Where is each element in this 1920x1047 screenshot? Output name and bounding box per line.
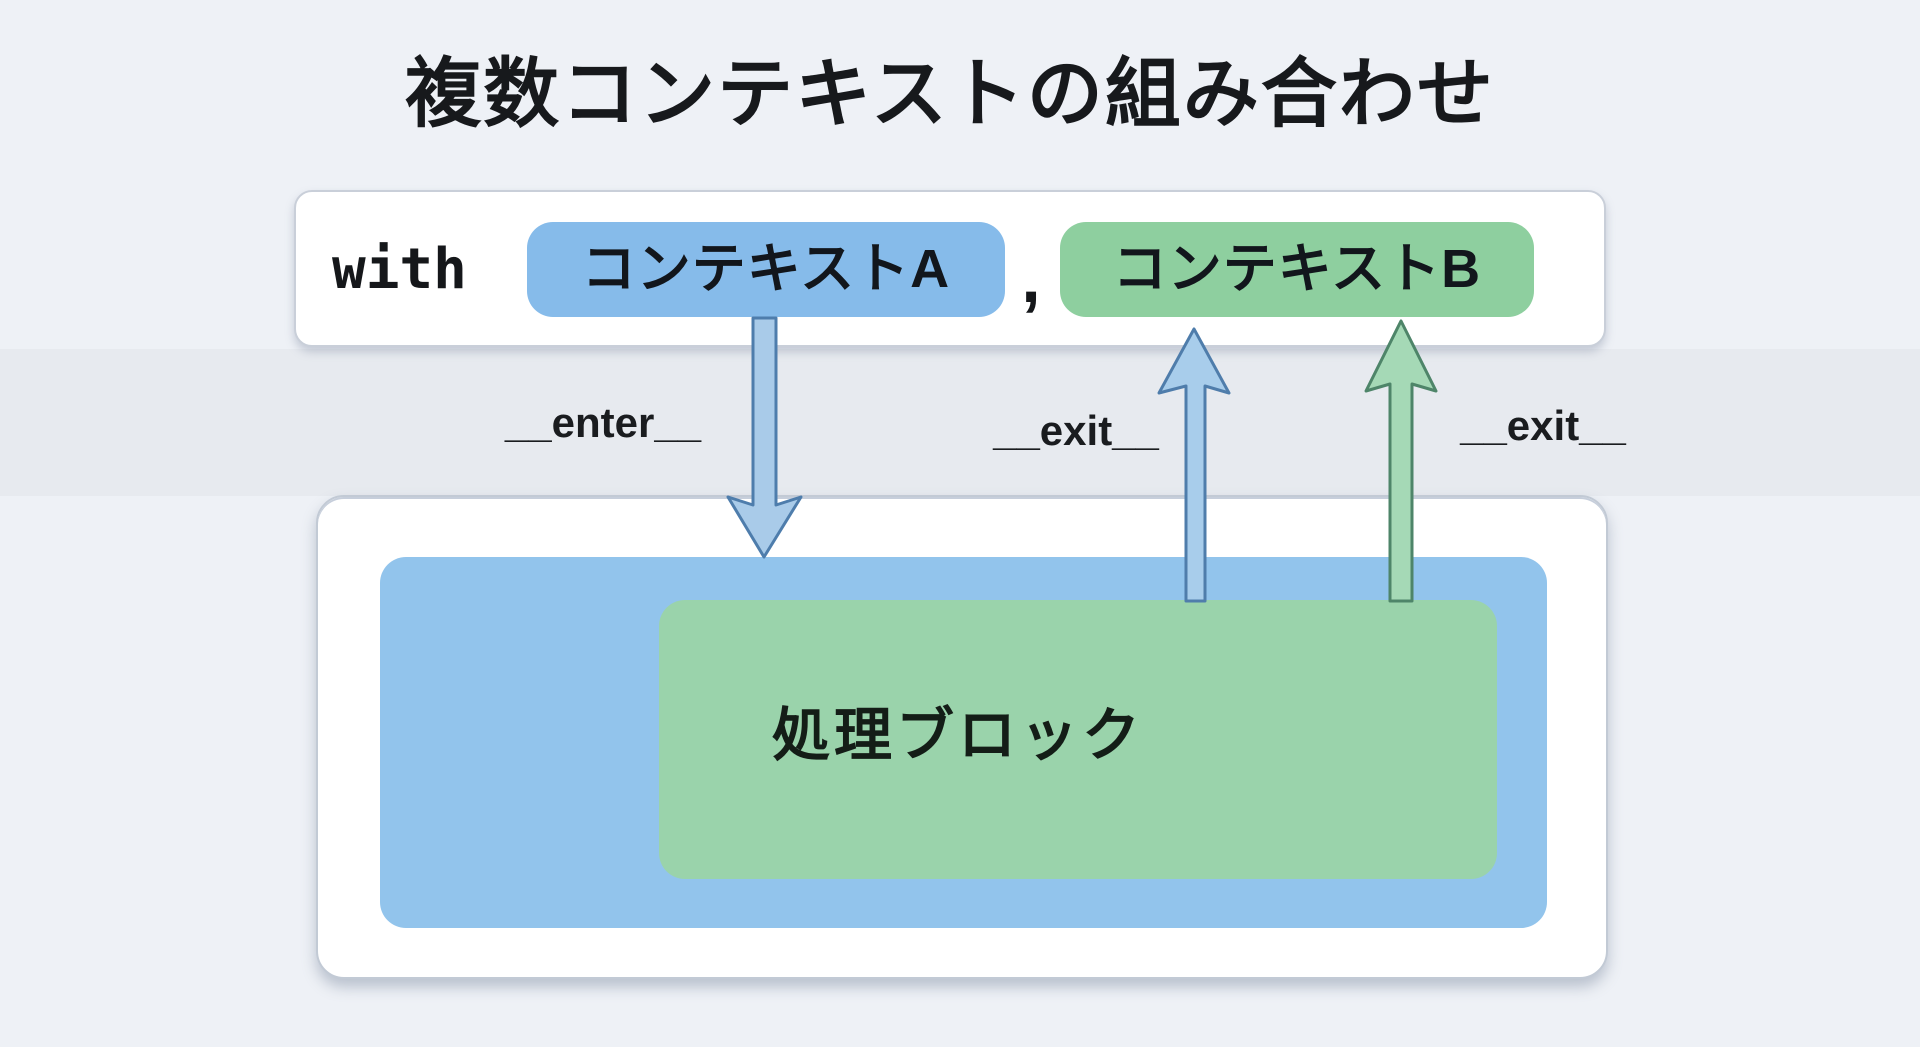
background-band [0,349,1920,496]
context-b-scope-box [659,600,1497,879]
processing-block-label: 処理ブロック [771,703,1144,768]
page-title: 複数コンテキストの組み合わせ [405,52,1495,137]
context-b-box: コンテキストB [1060,222,1534,317]
with-keyword: with [332,237,467,302]
enter-method-label: __enter__ [504,399,702,446]
context-a-box: コンテキストA [527,222,1005,317]
separator-comma: , [1021,239,1041,317]
exit-method-label-b: __exit__ [1460,402,1626,449]
exit-method-label-a: __exit__ [993,407,1159,454]
